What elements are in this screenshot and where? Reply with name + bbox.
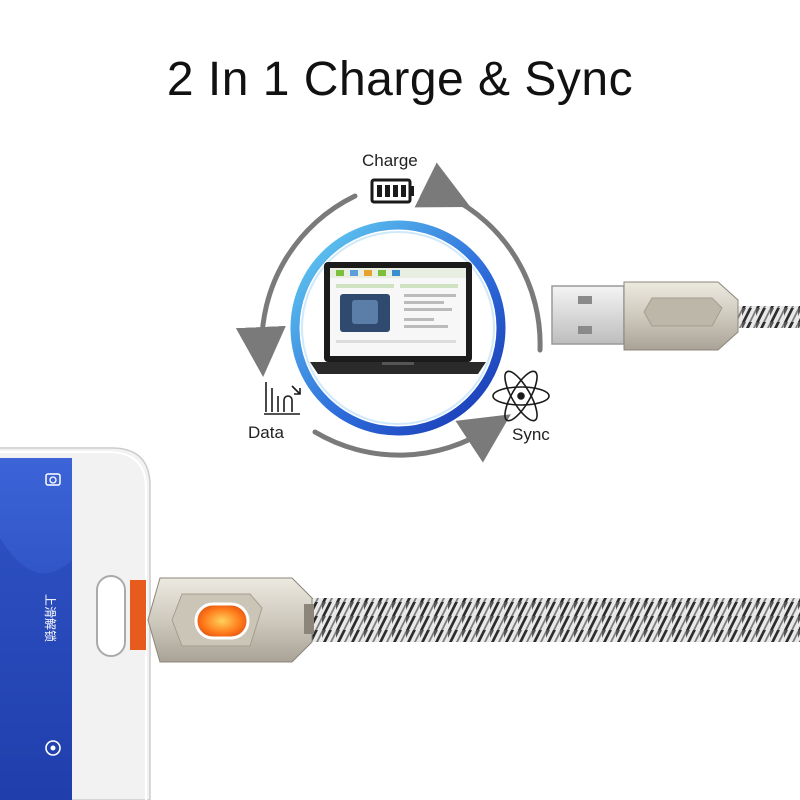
cycle-arrows <box>235 162 543 463</box>
data-label: Data <box>248 423 284 442</box>
page-title: 2 In 1 Charge & Sync <box>166 53 634 106</box>
lock-text: 上滑解锁 <box>43 594 58 642</box>
data-transfer-icon <box>264 382 301 415</box>
atom-sync-icon <box>492 370 550 422</box>
lock-icon <box>45 740 61 756</box>
usb-plug <box>551 281 800 351</box>
phone-image <box>0 447 151 800</box>
battery-icon <box>370 178 414 204</box>
camera-icon <box>45 473 61 486</box>
sync-label: Sync <box>512 425 550 444</box>
micro-usb-connector <box>147 577 800 663</box>
laptop-image <box>310 262 486 374</box>
charge-label: Charge <box>362 151 418 170</box>
